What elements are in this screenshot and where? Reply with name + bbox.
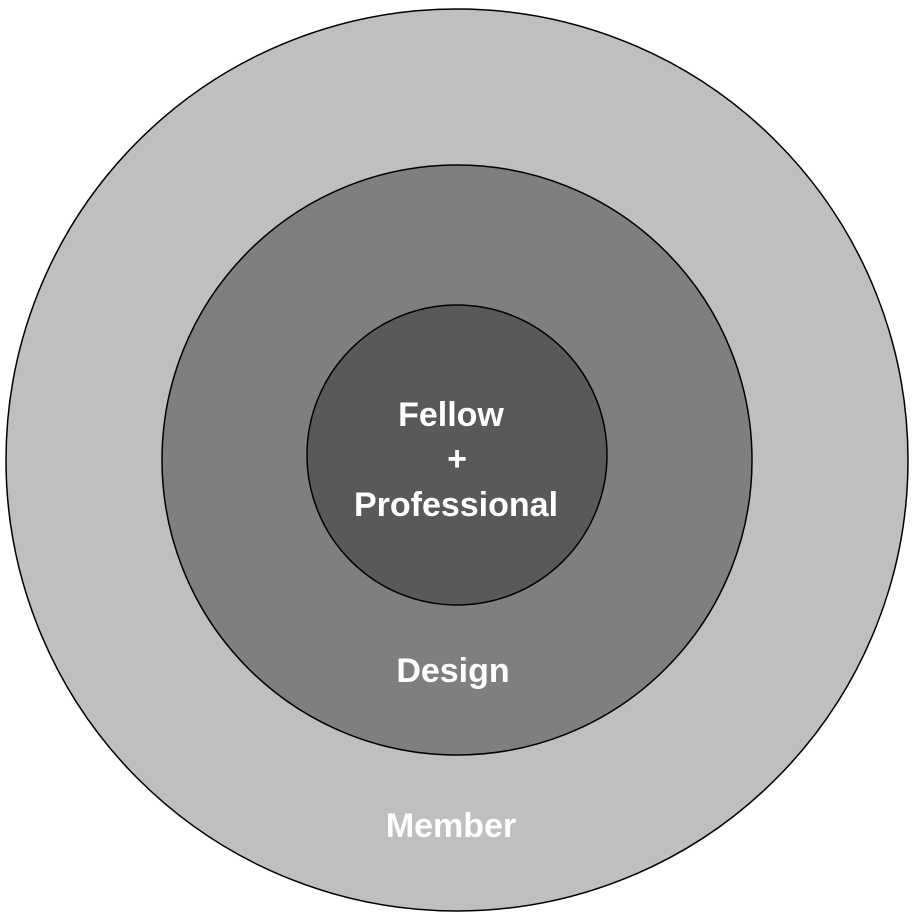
label-professional: Professional: [354, 486, 558, 524]
label-member: Member: [386, 807, 516, 845]
label-fellow: Fellow: [398, 396, 504, 434]
ring-fellow-professional: [306, 304, 608, 606]
label-plus: +: [447, 440, 467, 478]
label-design: Design: [396, 652, 509, 690]
